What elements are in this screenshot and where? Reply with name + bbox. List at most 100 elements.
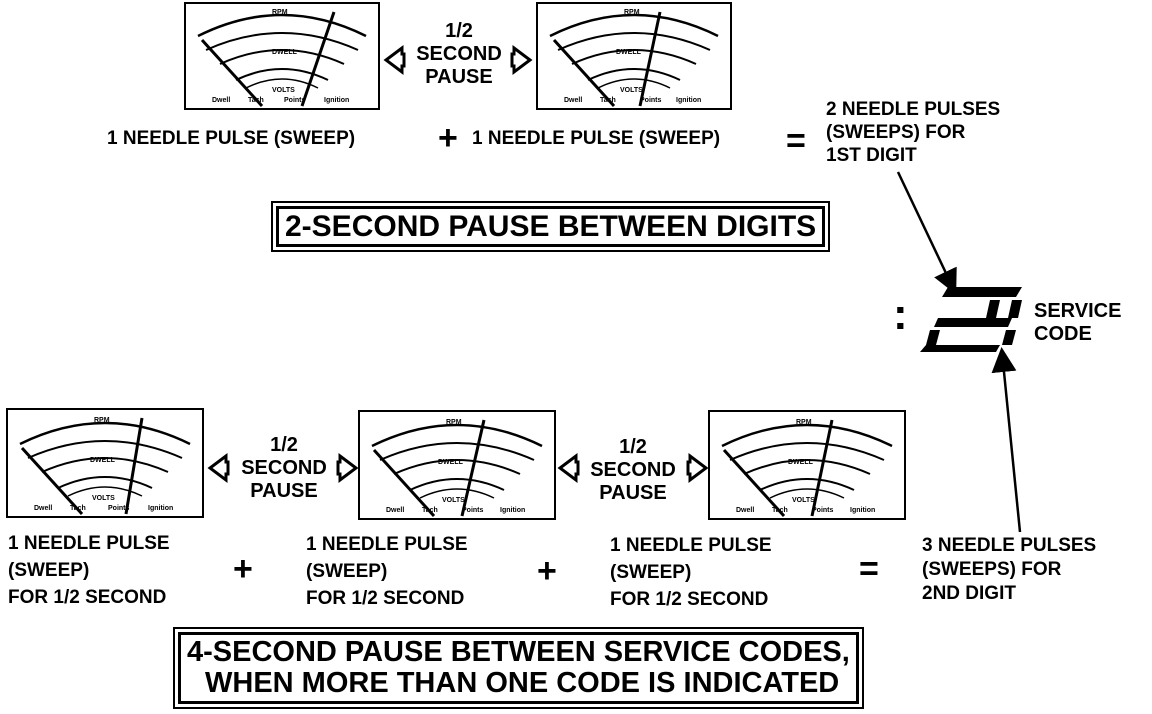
meter-volts-label: VOLTS [442,497,465,504]
meter-dwell-label: DWELL [90,457,116,464]
first-digit-result: 2 NEEDLE PULSES (SWEEPS) FOR 1ST DIGIT [826,98,1000,167]
result-line: (SWEEPS) FOR [922,559,1062,580]
pause-line: 1/2 [619,436,647,458]
half-second-pause-label: 1/2 SECOND PAUSE [229,434,339,503]
meter-face-icon: RPM DWELL VOLTS Dwell Tach Points Igniti… [184,2,380,110]
result-line: 2ND DIGIT [922,583,1016,604]
meter-rpm-label: RPM [624,9,640,16]
code-pause-box: 4-SECOND PAUSE BETWEEN SERVICE CODES, WH… [173,627,864,709]
meter-rpm-label: RPM [796,419,812,426]
meter-tach-mode: Tach [600,97,616,104]
meter-dwell-label: DWELL [272,49,298,56]
meter-dwell-mode: Dwell [34,505,52,512]
meter-dwell-mode: Dwell [212,97,230,104]
pause-line: PAUSE [425,66,493,88]
pulse-line: (SWEEP) [610,562,692,583]
needle-pulse-label: 1 NEEDLE PULSE (SWEEP) FOR 1/2 SECOND [306,531,468,612]
plus-sign: + [233,550,253,588]
service-code-label-line: SERVICE [1034,300,1122,322]
digit-pause-box: 2-SECOND PAUSE BETWEEN DIGITS [270,201,831,252]
meter-points-mode: Points [812,507,833,514]
meter-dwell-mode: Dwell [386,507,404,514]
meter-tach-mode: Tach [248,97,264,104]
meter-ignition-mode: Ignition [850,507,875,514]
pause-right-arrow-icon [336,453,359,483]
service-code-label-line: CODE [1034,323,1092,345]
result-line: (SWEEPS) FOR [826,122,966,143]
meter-illustration: RPM DWELL VOLTS Dwell Tach Points Igniti… [184,2,380,115]
pause-line: PAUSE [250,480,318,502]
meter-points-mode: Points [462,507,483,514]
meter-ignition-mode: Ignition [324,97,349,104]
pause-left-arrow-icon [557,453,580,483]
pause-line: PAUSE [599,482,667,504]
meter-face-icon: RPM DWELL VOLTS Dwell Tach Points Igniti… [358,410,556,520]
pause-right-arrow-icon [686,453,709,483]
meter-volts-label: VOLTS [792,497,815,504]
meter-face-icon: RPM DWELL VOLTS Dwell Tach Points Igniti… [6,408,204,518]
service-code-digits [920,287,1022,352]
meter-tach-mode: Tach [772,507,788,514]
pulse-line: 1 NEEDLE PULSE [8,533,170,554]
meter-dwell-label: DWELL [616,49,642,56]
pause-right-arrow-icon [510,45,533,75]
needle-pulse-label: 1 NEEDLE PULSE (SWEEP) FOR 1/2 SECOND [8,530,170,611]
pause-left-arrow-icon [383,45,406,75]
plus-sign: + [537,552,557,590]
meter-ignition-mode: Ignition [500,507,525,514]
result-line: 2 NEEDLE PULSES [826,99,1001,120]
service-code-label: SERVICE CODE [1034,300,1121,346]
result-line: 1ST DIGIT [826,145,917,166]
pulse-line: FOR 1/2 SECOND [610,589,769,610]
meter-volts-label: VOLTS [620,87,643,94]
meter-ignition-mode: Ignition [148,505,173,512]
pulse-line: (SWEEP) [8,560,90,581]
pause-line: 1/2 [270,434,298,456]
meter-rpm-label: RPM [272,9,288,16]
pulse-line: 1 NEEDLE PULSE [306,534,468,555]
pause-line: 1/2 [445,20,473,42]
meter-tach-mode: Tach [70,505,86,512]
code-pause-line: 4-SECOND PAUSE BETWEEN SERVICE CODES, [187,636,850,668]
meter-volts-label: VOLTS [92,495,115,502]
display-colon: : [893,290,908,339]
half-second-pause-label: 1/2 SECOND PAUSE [578,436,688,505]
meter-points-mode: Points [640,97,661,104]
pulse-line: 1 NEEDLE PULSE [610,535,772,556]
meter-tach-mode: Tach [422,507,438,514]
meter-illustration: RPM DWELL VOLTS Dwell Tach Points Igniti… [708,410,906,525]
needle-pulse-label: 1 NEEDLE PULSE (SWEEP) [472,128,721,149]
meter-illustration: RPM DWELL VOLTS Dwell Tach Points Igniti… [358,410,556,525]
meter-dwell-label: DWELL [788,459,814,466]
meter-points-mode: Points [284,97,305,104]
pulse-line: (SWEEP) [306,561,388,582]
meter-rpm-label: RPM [94,417,110,424]
equals-sign: = [859,550,879,588]
result-line: 3 NEEDLE PULSES [922,535,1097,556]
meter-volts-label: VOLTS [272,87,295,94]
pulse-line: FOR 1/2 SECOND [8,587,167,608]
needle-pulse-label: 1 NEEDLE PULSE (SWEEP) [107,128,356,149]
meter-dwell-mode: Dwell [736,507,754,514]
meter-face-icon: RPM DWELL VOLTS Dwell Tach Points Igniti… [536,2,732,110]
meter-points-mode: Points [108,505,129,512]
pulse-line: FOR 1/2 SECOND [306,588,465,609]
meter-rpm-label: RPM [446,419,462,426]
equals-sign: = [786,122,806,160]
meter-ignition-mode: Ignition [676,97,701,104]
plus-sign: + [438,119,458,157]
half-second-pause-label: 1/2 SECOND PAUSE [404,20,514,89]
second-digit-pointer [991,347,1022,533]
pause-line: SECOND [590,459,676,481]
second-digit-result: 3 NEEDLE PULSES (SWEEPS) FOR 2ND DIGIT [922,534,1096,606]
pause-line: SECOND [416,43,502,65]
needle-pulse-label: 1 NEEDLE PULSE (SWEEP) FOR 1/2 SECOND [610,532,772,613]
meter-illustration: RPM DWELL VOLTS Dwell Tach Points Igniti… [536,2,732,115]
meter-face-icon: RPM DWELL VOLTS Dwell Tach Points Igniti… [708,410,906,520]
first-digit-pointer [896,171,957,295]
pause-left-arrow-icon [207,453,230,483]
code-pause-line: WHEN MORE THAN ONE CODE IS INDICATED [205,667,840,699]
meter-dwell-label: DWELL [438,459,464,466]
meter-dwell-mode: Dwell [564,97,582,104]
